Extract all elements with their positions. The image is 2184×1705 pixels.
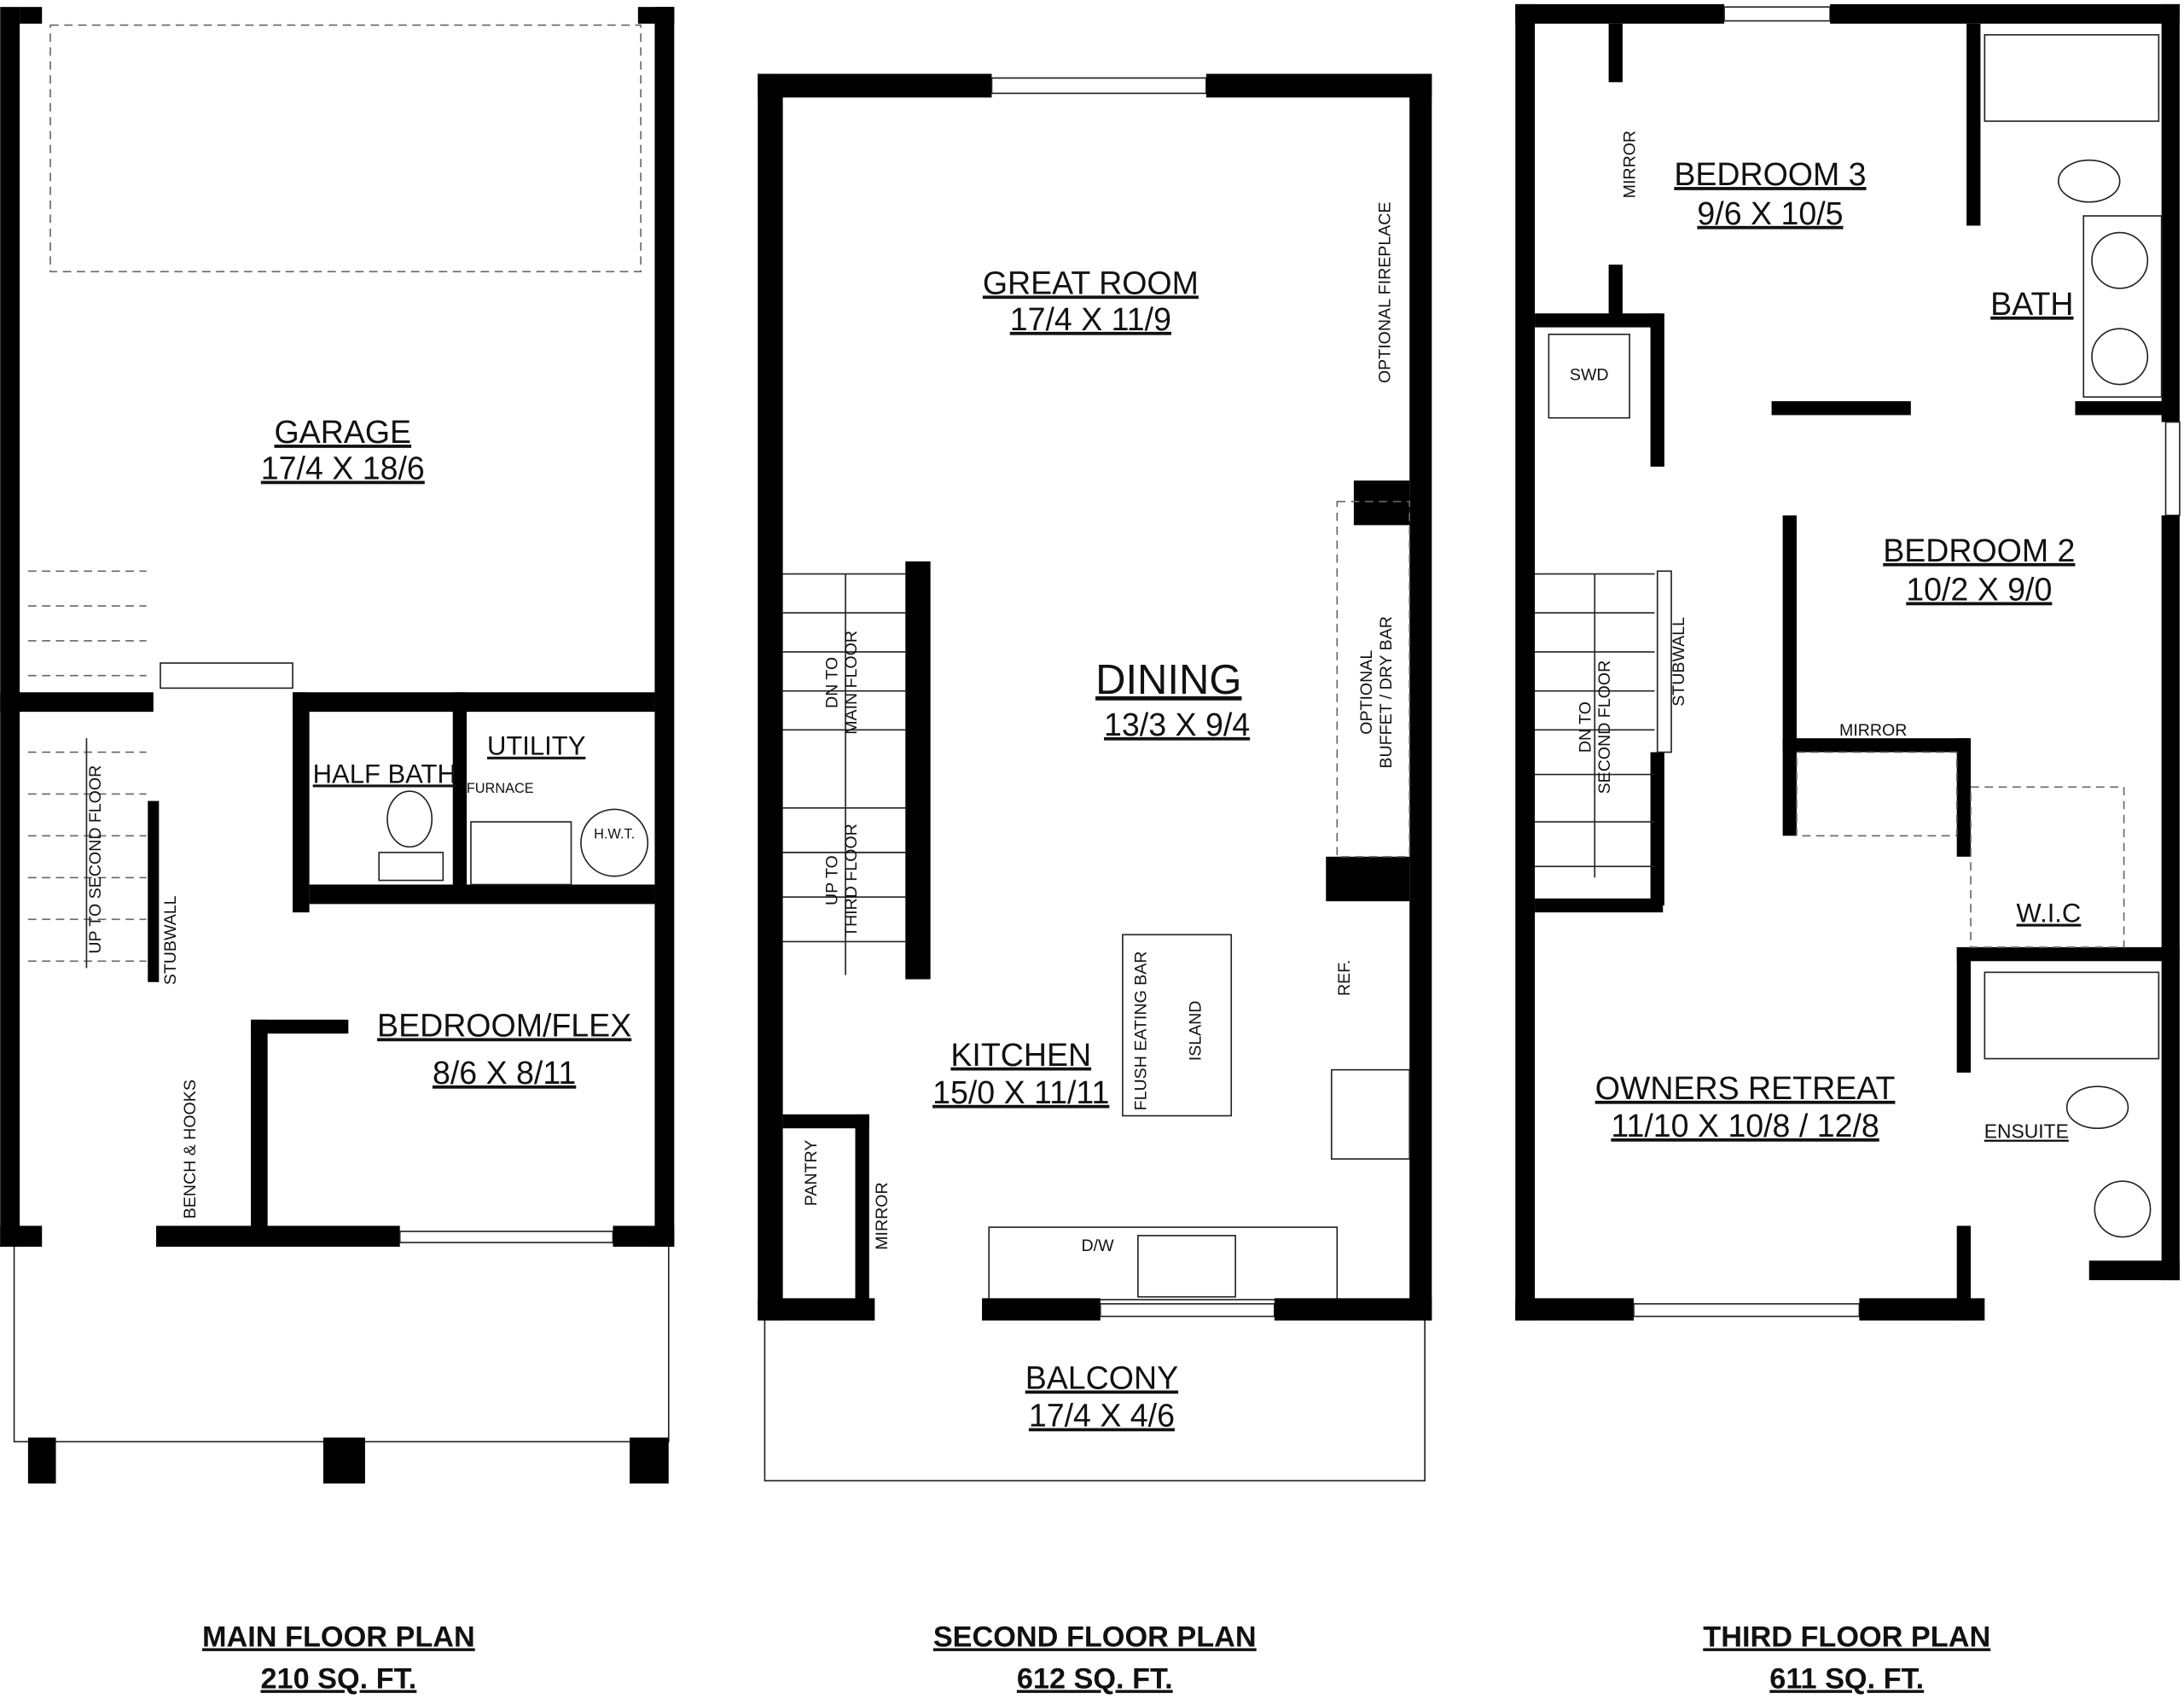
- dining-label: DINING: [1095, 657, 1241, 703]
- dn-label-2: SECOND FLOOR: [1595, 660, 1614, 794]
- hwt-label: H.W.T.: [594, 827, 635, 842]
- second-floor-title: SECOND FLOOR PLAN: [933, 1621, 1257, 1653]
- mirror-label-2: MIRROR: [1839, 721, 1907, 740]
- main-floor-title: MAIN FLOOR PLAN: [202, 1621, 475, 1653]
- bedroom3-size: 9/6 X 10/5: [1697, 195, 1843, 231]
- garage-label: GARAGE: [274, 414, 411, 450]
- dn-label-1: DN TO: [1576, 701, 1594, 753]
- up-label-2: THIRD FLOOR: [842, 823, 861, 937]
- island-label: ISLAND: [1186, 1001, 1205, 1062]
- bedroom-flex-size: 8/6 X 8/11: [433, 1055, 576, 1091]
- great-room-size: 17/4 X 11/9: [1010, 301, 1171, 337]
- dining-size: 13/3 X 9/4: [1104, 707, 1250, 742]
- swd-label: SWD: [1570, 366, 1609, 385]
- owners-retreat-label: OWNERS RETREAT: [1595, 1070, 1896, 1106]
- mirror-label: MIRROR: [873, 1182, 892, 1249]
- ensuite-label: ENSUITE: [1984, 1120, 2069, 1143]
- bedroom-flex-label: BEDROOM/FLEX: [377, 1007, 631, 1043]
- ref-label: REF.: [1335, 960, 1354, 996]
- stubwall-label: STUBWALL: [161, 895, 180, 985]
- mirror-label-1: MIRROR: [1621, 131, 1640, 198]
- balcony-size: 17/4 X 4/6: [1029, 1398, 1175, 1434]
- eating-bar-label: FLUSH EATING BAR: [1132, 951, 1151, 1111]
- main-floor-area: 210 SQ. FT.: [260, 1662, 416, 1695]
- kitchen-label: KITCHEN: [950, 1037, 1091, 1073]
- third-floor-area: 611 SQ. FT.: [1769, 1662, 1924, 1695]
- bedroom2-label: BEDROOM 2: [1883, 532, 2075, 568]
- buffet-label-1: OPTIONAL: [1357, 650, 1376, 735]
- main-floor-plan: GARAGE 17/4 X 18/6 HALF BATH UTILITY BED…: [0, 7, 675, 1695]
- bench-label: BENCH & HOOKS: [181, 1079, 200, 1219]
- bedroom2-size: 10/2 X 9/0: [1906, 572, 2052, 608]
- third-floor-plan: BEDROOM 3 9/6 X 10/5 BATH BEDROOM 2 10/2…: [1515, 3, 2181, 1695]
- third-floor-title: THIRD FLOOR PLAN: [1703, 1621, 1990, 1653]
- garage-size: 17/4 X 18/6: [261, 451, 425, 486]
- fireplace-label: OPTIONAL FIREPLACE: [1375, 202, 1394, 384]
- kitchen-size: 15/0 X 11/11: [932, 1074, 1109, 1110]
- pantry-label: PANTRY: [802, 1140, 821, 1207]
- second-floor-plan: GREAT ROOM 17/4 X 11/9 DINING 13/3 X 9/4…: [758, 73, 1432, 1695]
- dw-label: D/W: [1081, 1237, 1114, 1255]
- wic-label: W.I.C: [2017, 899, 2082, 928]
- second-floor-area: 612 SQ. FT.: [1017, 1662, 1173, 1695]
- great-room-label: GREAT ROOM: [983, 265, 1199, 300]
- furnace-label: FURNACE: [467, 781, 534, 796]
- stairs-label: UP TO SECOND FLOOR: [86, 765, 105, 954]
- buffet-label-2: BUFFET / DRY BAR: [1377, 616, 1396, 768]
- owners-retreat-size: 11/10 X 10/8 / 12/8: [1611, 1108, 1879, 1143]
- dn-label-1: DN TO: [822, 657, 841, 708]
- bath-label: BATH: [1990, 286, 2073, 322]
- bedroom3-label: BEDROOM 3: [1674, 156, 1866, 192]
- up-label-1: UP TO: [822, 855, 841, 905]
- half-bath-label: HALF BATH: [313, 759, 456, 788]
- stubwall-label: STUBWALL: [1670, 617, 1688, 707]
- balcony-label: BALCONY: [1025, 1359, 1178, 1395]
- dn-label-2: MAIN FLOOR: [842, 631, 861, 735]
- utility-label: UTILITY: [487, 731, 585, 761]
